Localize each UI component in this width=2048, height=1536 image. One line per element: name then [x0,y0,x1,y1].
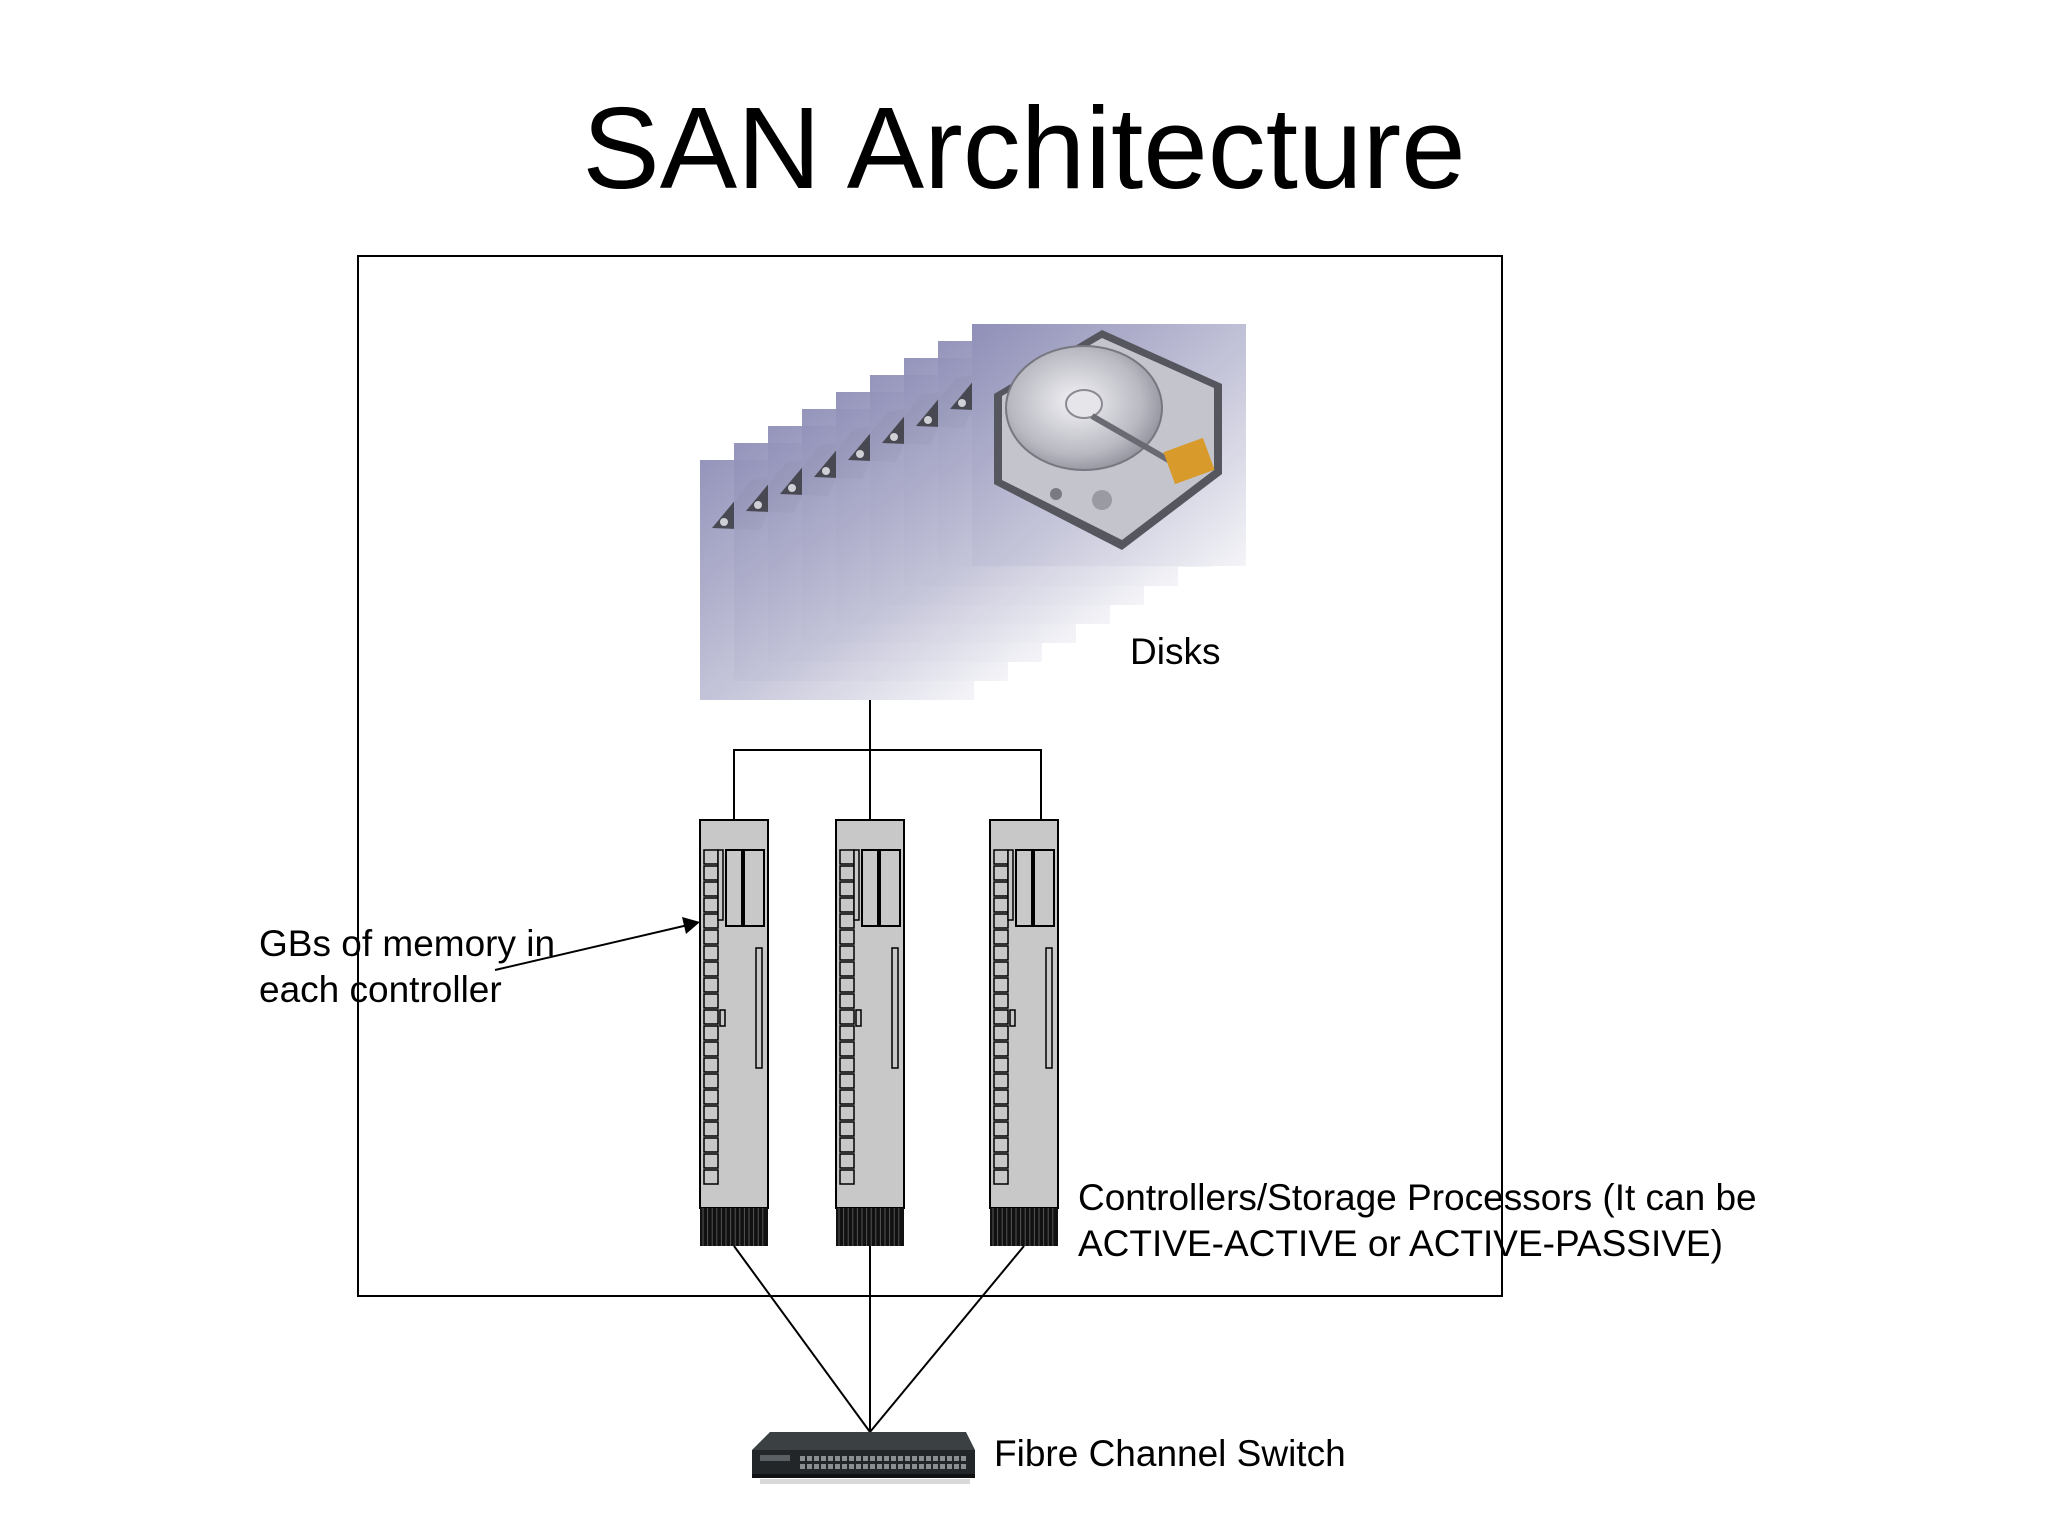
page-title: SAN Architecture [582,83,1466,213]
controller-bus-line [733,749,1042,820]
memory-label-line2: each controller [259,969,502,1010]
arrow-head-icon [682,917,700,934]
disk-controller-connections [733,700,1042,820]
memory-label-line1: GBs of memory in [259,923,556,964]
controller-connector [990,1208,1058,1246]
switch-label: Fibre Channel Switch [994,1433,1346,1474]
controller-connector [836,1208,904,1246]
san-enclosure-box [357,255,1503,1297]
disk-stack [700,324,1246,700]
switch-bottom-edge [752,1474,975,1478]
storage-controller-icon [699,819,769,1246]
switch-top-face [752,1432,975,1450]
controller-connector [700,1208,768,1246]
storage-controller-icon [989,819,1059,1246]
controller-switch-connections [733,1245,1025,1433]
controllers-group [699,819,1059,1246]
hard-disk-icon [972,324,1246,566]
switch-shadow [760,1479,970,1484]
fibre-channel-switch [752,1432,975,1484]
switch-ports [760,1455,966,1469]
controllers-label-line1: Controllers/Storage Processors (It can b… [1078,1177,1757,1218]
memory-annotation-arrow [494,917,700,971]
switch-front-face [752,1450,975,1474]
storage-controller-icon [835,819,905,1246]
controllers-label-line2: ACTIVE-ACTIVE or ACTIVE-PASSIVE) [1078,1223,1723,1264]
disks-label: Disks [1130,631,1221,672]
